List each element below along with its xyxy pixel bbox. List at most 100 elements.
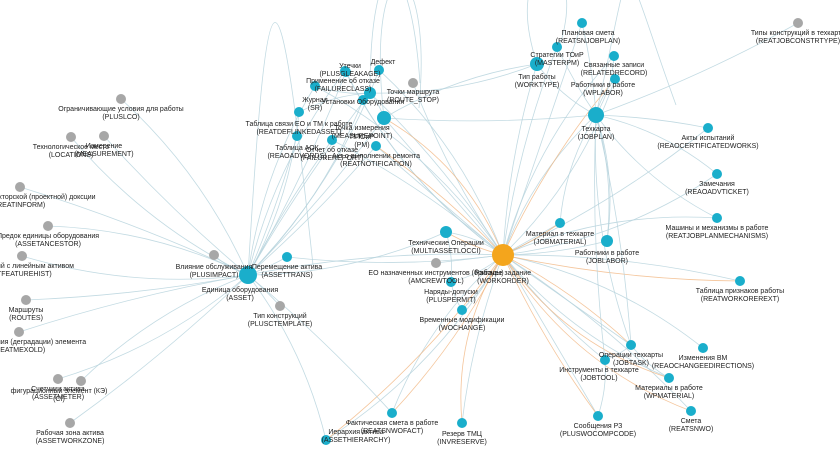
node-reaochange[interactable] bbox=[698, 343, 708, 353]
node-label-name: Установки Оборудования bbox=[322, 98, 405, 106]
node-label-name: Сообщения РЗ bbox=[574, 422, 623, 430]
node-etfeaturehist[interactable] bbox=[17, 251, 27, 261]
edge-workorder-masterpm bbox=[502, 46, 558, 256]
node-pluswocompcode[interactable] bbox=[593, 411, 603, 421]
node-jobtask[interactable] bbox=[626, 340, 636, 350]
node-label-name: Зеваний конструкторской (проектной) докс… bbox=[0, 193, 96, 201]
edge-workorder-assethierarchy bbox=[325, 254, 504, 441]
node-label-etfeaturehist: связанный с линейным активомETFEATUREHIS… bbox=[0, 262, 74, 278]
node-label-code: (ASSETANCESTOR) bbox=[15, 241, 81, 248]
node-label-wplabor: Работники в работе(WPLABOR) bbox=[571, 81, 635, 97]
node-label-reaoadvords: Таблица АОК(REAOADVORDS) bbox=[267, 144, 326, 160]
node-asset[interactable] bbox=[239, 266, 257, 284]
node-label-assetancestor: Предок единицы оборудования(ASSETANCESTO… bbox=[0, 232, 99, 248]
node-plustemplate[interactable] bbox=[275, 301, 285, 311]
node-locations[interactable] bbox=[66, 132, 76, 142]
node-ci[interactable] bbox=[76, 376, 86, 386]
node-wpmaterial[interactable] bbox=[664, 373, 674, 383]
node-defect[interactable] bbox=[374, 65, 384, 75]
node-sr[interactable] bbox=[310, 81, 320, 91]
node-label-assettrans: Перемещение актива(ASSETTRANS) bbox=[252, 264, 322, 279]
node-reaoadvords[interactable] bbox=[292, 131, 302, 141]
node-jobmaterial[interactable] bbox=[555, 218, 565, 228]
node-label-code: (MEASUREPOINT) bbox=[332, 133, 393, 140]
node-label-reatinform: Зеваний конструкторской (проектной) докс… bbox=[0, 193, 96, 209]
node-reatjobconstrtype[interactable] bbox=[793, 18, 803, 28]
node-amcrewtool[interactable] bbox=[431, 258, 441, 268]
node-label-code: (PM) bbox=[354, 142, 369, 149]
node-label-name: Работники в работе bbox=[575, 249, 639, 257]
node-failurereport[interactable] bbox=[327, 135, 337, 145]
node-label-name: Влияние обслуживания bbox=[176, 263, 253, 271]
node-label-name: Резерв ТМЦ bbox=[442, 431, 483, 438]
node-reatdeflinked[interactable] bbox=[294, 107, 304, 117]
node-jobtool[interactable] bbox=[600, 355, 610, 365]
edge-workorder-wplabor bbox=[502, 78, 616, 256]
node-wochange[interactable] bbox=[457, 305, 467, 315]
node-jobplan[interactable] bbox=[588, 107, 604, 123]
node-installequip[interactable] bbox=[358, 95, 368, 105]
node-label-jobtool: Инструменты в техкарте(JOBTOOL) bbox=[559, 367, 639, 382]
node-label-name: Работники в работе bbox=[571, 81, 635, 89]
node-assethierarchy[interactable] bbox=[321, 435, 331, 445]
graph-edges bbox=[18, 0, 799, 441]
edge-asset-pluslco bbox=[120, 98, 249, 276]
node-multiasset[interactable] bbox=[440, 226, 452, 238]
node-label-code: (ASSETHIERARCHY) bbox=[322, 437, 391, 444]
node-reaoadvticket[interactable] bbox=[712, 169, 722, 179]
node-plusmpermit[interactable] bbox=[446, 277, 456, 287]
node-label-name: Акты испытаний bbox=[682, 134, 735, 142]
edge-asset-pm bbox=[247, 92, 371, 276]
node-reatinform[interactable] bbox=[15, 182, 25, 192]
node-reatjobmech[interactable] bbox=[712, 213, 722, 223]
node-masterpm[interactable] bbox=[552, 42, 562, 52]
edge-asset-assetmeter bbox=[57, 274, 249, 380]
node-reaocert[interactable] bbox=[703, 123, 713, 133]
node-label-name: Акт о выполнении ремонта bbox=[332, 153, 420, 160]
node-reatsnwofact[interactable] bbox=[387, 408, 397, 418]
node-label-name: Материалы в работе bbox=[635, 384, 703, 392]
node-label-assethierarchy: Иерархия актива(ASSETHIERARCHY) bbox=[322, 429, 391, 444]
node-label-name: Техкарта bbox=[582, 126, 611, 133]
node-pm[interactable] bbox=[364, 87, 376, 99]
node-workorder[interactable] bbox=[492, 244, 514, 266]
node-routes[interactable] bbox=[21, 295, 31, 305]
node-assettrans[interactable] bbox=[282, 252, 292, 262]
node-worktype[interactable] bbox=[530, 57, 544, 71]
node-pluslco[interactable] bbox=[116, 94, 126, 104]
node-assetworkzone[interactable] bbox=[65, 418, 75, 428]
edge-jobplan-reaoadvticket bbox=[595, 114, 718, 175]
node-wplabor[interactable] bbox=[610, 74, 620, 84]
node-reatsnjobplan[interactable] bbox=[577, 18, 587, 28]
node-joblabor[interactable] bbox=[601, 235, 613, 247]
node-reatsnwo[interactable] bbox=[686, 406, 696, 416]
edge-workorder-assethierarchy bbox=[325, 254, 504, 441]
edge-workorder-reatsnjobplan bbox=[502, 22, 583, 256]
node-reatnotification[interactable] bbox=[371, 141, 381, 151]
node-label-name: Точка измерения bbox=[334, 125, 390, 132]
node-relatedrecord[interactable] bbox=[609, 51, 619, 61]
node-label-name: анизмы старения (деградации) элемента bbox=[0, 339, 86, 346]
node-label-name: Маршруты bbox=[9, 307, 44, 314]
node-reatmexold[interactable] bbox=[14, 327, 24, 337]
node-measurepoint[interactable] bbox=[377, 111, 391, 125]
node-label-name: Машины и механизмы в работе bbox=[666, 224, 769, 232]
node-label-defect: Дефект bbox=[371, 59, 396, 66]
node-reatworkorderext[interactable] bbox=[735, 276, 745, 286]
node-assetmeter[interactable] bbox=[53, 374, 63, 384]
node-label-code: (WORKTYPE) bbox=[515, 82, 560, 89]
node-assetancestor[interactable] bbox=[43, 221, 53, 231]
node-label-code: (REAOCHANGEEDIRECTIONS) bbox=[652, 363, 754, 370]
node-label-code: (REATJOBPLANMECHANISMS) bbox=[666, 233, 768, 240]
node-failureclass[interactable] bbox=[340, 66, 350, 76]
node-label-reatjobmech: Машины и механизмы в работе(REATJOBPLANM… bbox=[666, 224, 769, 240]
node-invreserve[interactable] bbox=[457, 418, 467, 428]
node-label-reatjobconstrtype: Типы конструкций в техкарте(REATJOBCONST… bbox=[751, 29, 840, 45]
node-plusimpact[interactable] bbox=[209, 250, 219, 260]
node-label-name: Замечания bbox=[699, 181, 735, 188]
node-routestop[interactable] bbox=[408, 78, 418, 88]
edge-jobplan-jobtask bbox=[595, 114, 632, 346]
node-measurement[interactable] bbox=[99, 131, 109, 141]
node-label-name: Рабочее задание bbox=[475, 269, 531, 277]
